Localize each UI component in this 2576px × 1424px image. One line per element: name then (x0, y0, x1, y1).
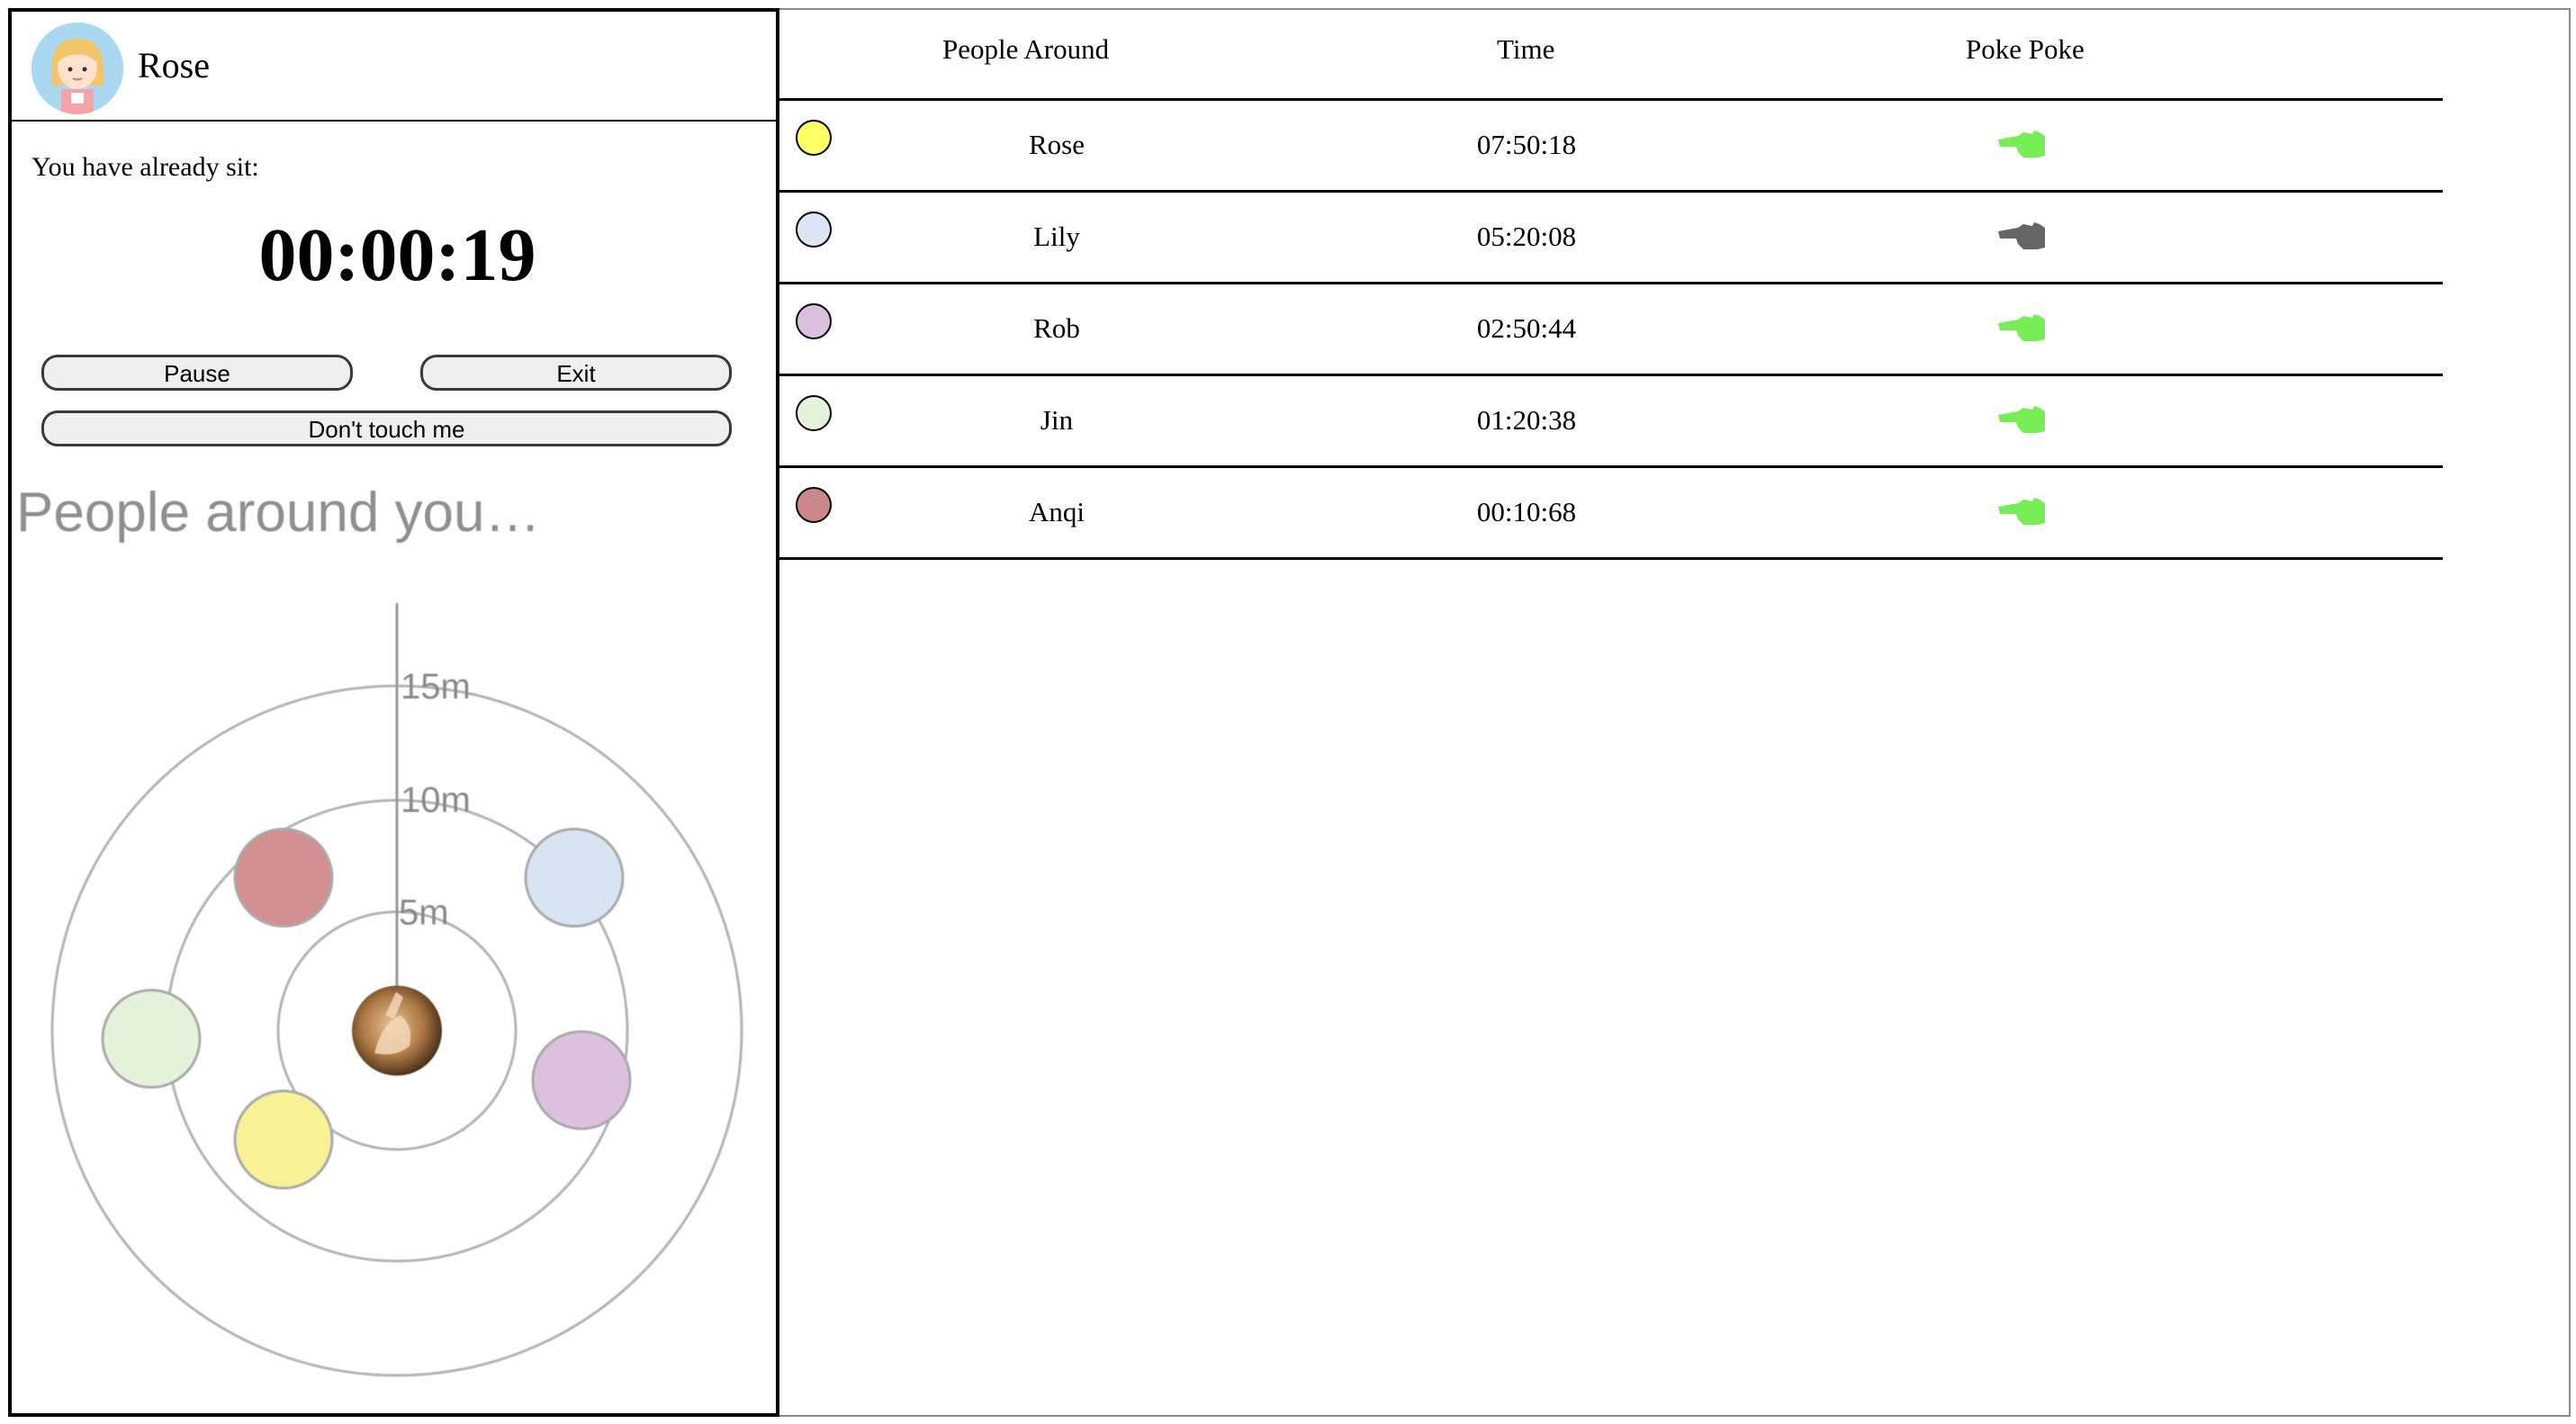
session-timer: 00:00:19 (258, 213, 536, 297)
poke-hand-icon[interactable] (1996, 221, 2047, 251)
user-photo-icon (352, 986, 442, 1076)
poke-hand-icon[interactable] (1996, 312, 2047, 343)
poke-hand-icon[interactable] (1996, 496, 2047, 527)
dont-touch-me-button[interactable]: Don't touch me (41, 410, 732, 446)
row-divider (779, 282, 2443, 284)
ring-label-15m: 15m (401, 667, 471, 707)
person-color-dot (796, 303, 832, 339)
person-color-dot (796, 487, 832, 523)
exit-button[interactable]: Exit (420, 355, 732, 391)
poke-hand-icon[interactable] (1996, 404, 2047, 435)
user-header: Rose (12, 12, 776, 122)
header-poke: Poke Poke (1966, 33, 2085, 65)
session-label: You have already sit: (32, 152, 259, 182)
row-divider (779, 374, 2443, 376)
radar-person-rob[interactable] (531, 1030, 632, 1131)
radar-person-jin[interactable] (101, 988, 202, 1089)
person-time: 05:20:08 (1476, 221, 1577, 252)
radar-person-anqi[interactable] (233, 827, 334, 928)
person-name: Jin (1040, 404, 1074, 436)
row-divider (779, 465, 2443, 468)
radar-person-lily[interactable] (524, 827, 625, 928)
person-name: Anqi (1029, 496, 1085, 527)
person-time: 00:10:68 (1476, 496, 1577, 527)
row-divider (779, 190, 2443, 193)
pause-button[interactable]: Pause (41, 355, 353, 391)
people-around-title: People around you… (16, 482, 541, 544)
header-people-around: People Around (942, 33, 1110, 65)
people-table: People Around Time Poke Poke Rose 07:50:… (779, 8, 2571, 1417)
person-color-dot (796, 395, 832, 431)
poke-hand-icon[interactable] (1996, 129, 2047, 159)
person-name: Lily (1033, 221, 1080, 252)
girl-avatar-icon (32, 23, 123, 114)
ring-label-10m: 10m (401, 780, 471, 820)
person-time: 02:50:44 (1476, 312, 1577, 344)
person-name: Rose (1029, 129, 1085, 160)
person-color-dot (796, 212, 832, 248)
header-divider (779, 98, 2443, 101)
header-time: Time (1497, 33, 1555, 65)
ring-label-5m: 5m (399, 893, 449, 933)
person-name: Rob (1033, 312, 1080, 344)
row-divider (779, 557, 2443, 560)
person-color-dot (796, 120, 832, 156)
user-name: Rose (138, 45, 210, 86)
radar-person-rose[interactable] (233, 1089, 334, 1190)
proximity-radar: 15m 10m 5m (50, 603, 743, 1377)
user-panel: Rose You have already sit: 00:00:19 (8, 8, 779, 1417)
person-time: 01:20:38 (1476, 404, 1577, 436)
person-time: 07:50:18 (1476, 129, 1577, 160)
